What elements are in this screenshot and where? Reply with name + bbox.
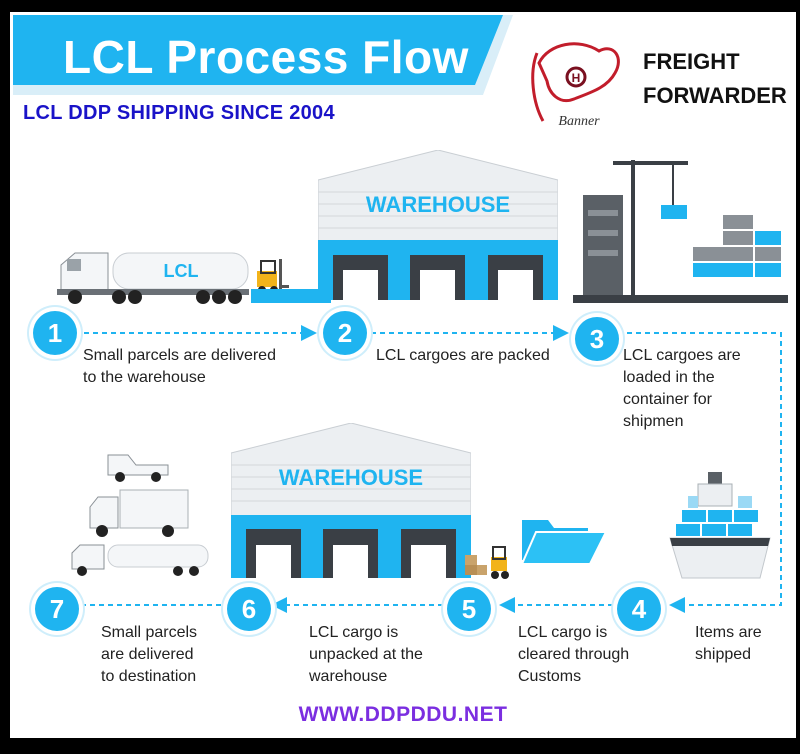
title-banner <box>13 15 513 95</box>
forklift-icon <box>257 259 289 294</box>
warehouse-top-label: WAREHOUSE <box>366 192 510 217</box>
port-crane-illustration <box>573 160 788 303</box>
step-4-badge: 4 <box>617 587 661 631</box>
step-3-badge: 3 <box>575 317 619 361</box>
infographic-card: LCL Process Flow LCL DDP SHIPPING SINCE … <box>10 12 796 738</box>
brand-line-1: FREIGHT <box>643 49 740 74</box>
warehouse-bottom-label: WAREHOUSE <box>279 465 423 490</box>
subtitle: LCL DDP SHIPPING SINCE 2004 <box>23 102 335 124</box>
truck-label: LCL <box>164 261 199 281</box>
brand-line-2: FORWARDER <box>643 83 787 108</box>
step-2-badge: 2 <box>323 311 367 355</box>
brand-text: FREIGHT FORWARDER <box>643 45 787 113</box>
step-6-badge: 6 <box>227 587 271 631</box>
logo-text: Banner <box>558 114 600 129</box>
forklift-boxes-icon <box>465 546 509 579</box>
step-7-badge: 7 <box>35 587 79 631</box>
footer-website: WWW.DDPDDU.NET <box>298 703 508 726</box>
tanker-truck-illustration: LCL <box>57 252 249 304</box>
delivery-vehicles-illustration <box>71 454 209 576</box>
ramp-shape <box>251 289 331 303</box>
warehouse-top-illustration: WAREHOUSE <box>318 150 558 300</box>
step-2-text: LCL cargoes are packed <box>376 347 550 364</box>
flow-connectors <box>59 325 782 613</box>
svg-text:H: H <box>572 71 581 85</box>
cargo-ship-illustration <box>669 472 771 579</box>
banner-logo: H Banner <box>531 42 620 129</box>
step-1-badge: 1 <box>33 311 77 355</box>
step-5-badge: 5 <box>447 587 491 631</box>
customs-folder-icon <box>520 520 608 565</box>
page-title: LCL Process Flow <box>63 31 469 83</box>
warehouse-bottom-illustration: WAREHOUSE <box>231 423 471 578</box>
